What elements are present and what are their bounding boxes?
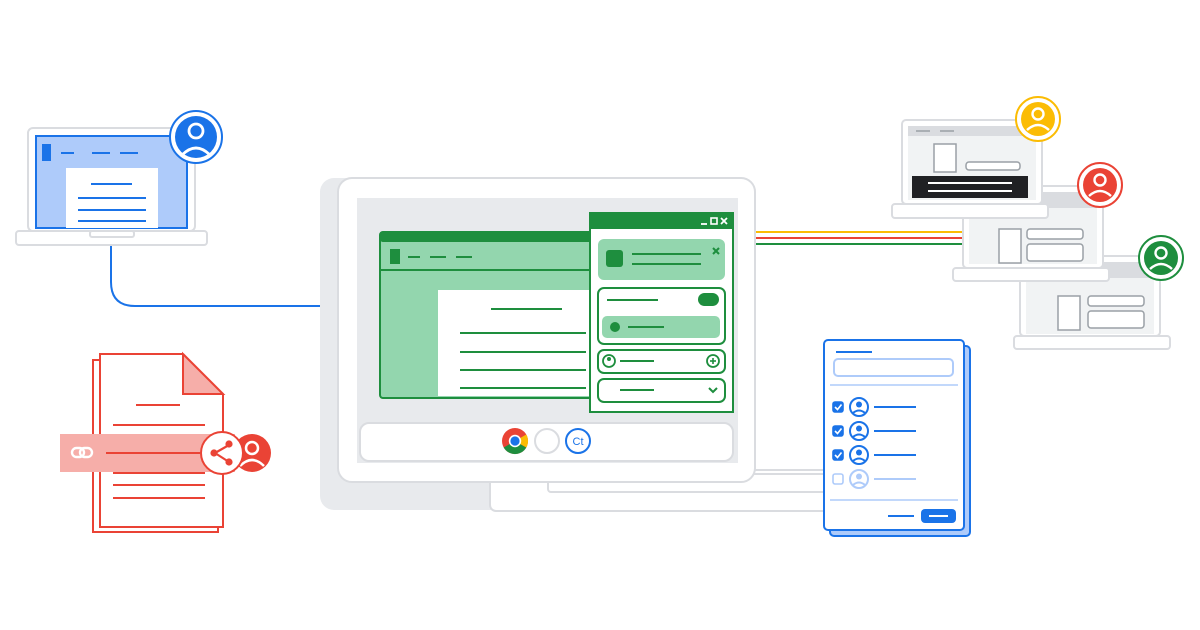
checklist-row[interactable]: [832, 445, 916, 465]
dark-dialog-bar: [912, 176, 1028, 198]
user-yellow-avatar: [1015, 96, 1061, 142]
browser-icon: [390, 249, 400, 264]
share-icon[interactable]: [200, 431, 244, 475]
user-green-avatar: [1138, 235, 1184, 281]
maximize-icon[interactable]: [710, 217, 718, 225]
browser-document: [438, 290, 590, 396]
popup-settings-group: [597, 287, 726, 345]
document-fold: [182, 351, 226, 395]
checkbox-checked[interactable]: [832, 449, 844, 461]
checklist-row[interactable]: [832, 469, 916, 489]
user-red-avatar-2: [1077, 162, 1123, 208]
green-browser-window: [379, 231, 594, 399]
blue-screen-icon: [42, 144, 51, 161]
toggle-switch[interactable]: [698, 293, 719, 306]
checklist-row[interactable]: [832, 421, 916, 441]
popup-card-close-icon[interactable]: [712, 247, 720, 255]
checkbox-checked[interactable]: [832, 425, 844, 437]
checkbox-unchecked[interactable]: [832, 473, 844, 485]
person-icon: [849, 421, 869, 441]
dialog-search-input[interactable]: [833, 358, 954, 377]
right-laptop-front: [891, 119, 1049, 219]
add-icon[interactable]: [706, 354, 720, 368]
ct-app-label: Ct: [573, 436, 584, 448]
link-icon: [70, 446, 94, 459]
user-checklist: [832, 397, 916, 489]
add-user-row[interactable]: [597, 349, 726, 374]
popup-header-card: [598, 239, 725, 280]
user-icon: [602, 354, 616, 368]
person-icon: [849, 445, 869, 465]
user-blue-avatar: [169, 110, 223, 164]
chevron-down-icon: [708, 387, 718, 394]
blue-connection-line: [110, 246, 382, 307]
ct-app-icon[interactable]: Ct: [565, 428, 591, 454]
blank-app-icon[interactable]: [534, 428, 560, 454]
close-icon[interactable]: [720, 217, 728, 225]
person-icon: [849, 397, 869, 417]
popup-app-icon: [606, 250, 623, 267]
chrome-icon[interactable]: [502, 428, 529, 455]
checkbox-checked[interactable]: [832, 401, 844, 413]
user-selection-dialog: [823, 339, 971, 537]
person-icon: [849, 469, 869, 489]
extension-popup: [589, 212, 734, 413]
checklist-row[interactable]: [832, 397, 916, 417]
popup-dropdown[interactable]: [597, 378, 726, 403]
user-red-avatar: [233, 434, 271, 472]
blue-laptop: [15, 127, 208, 246]
